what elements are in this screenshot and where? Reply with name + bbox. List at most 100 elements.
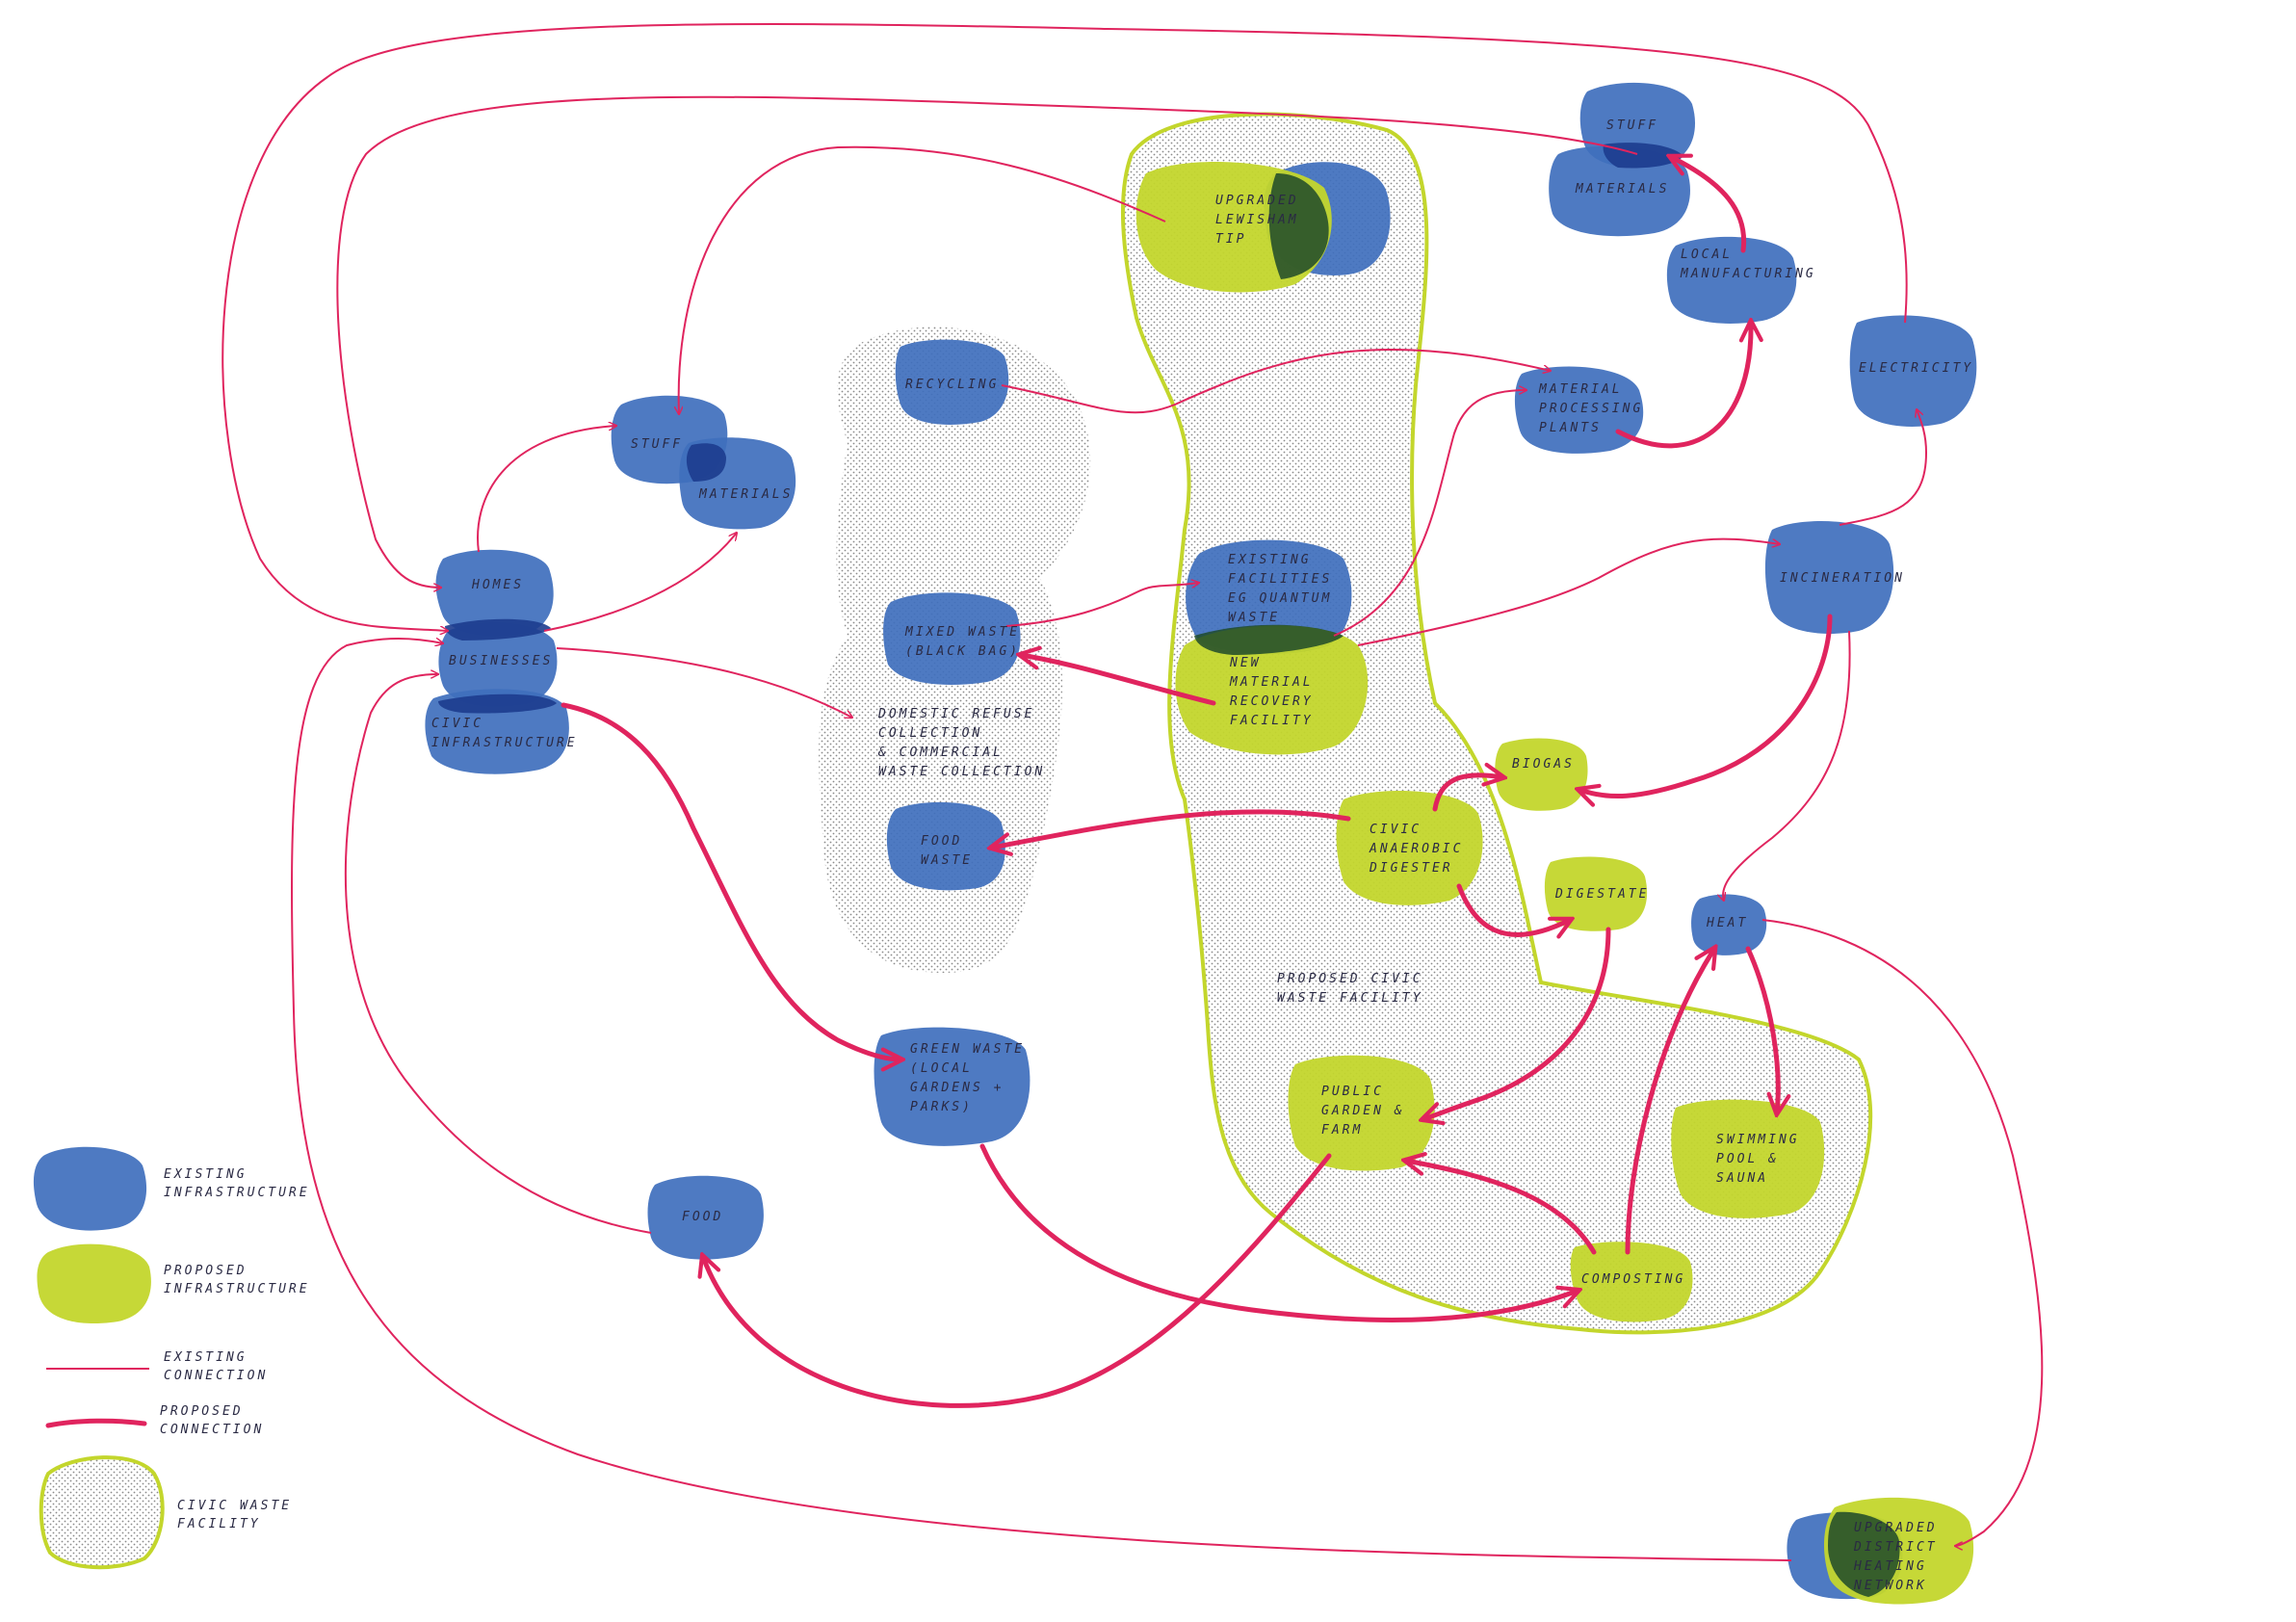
label-public-garden: PUBLIC GARDEN & FARM xyxy=(1321,1085,1415,1138)
node-local-manufacturing xyxy=(1666,236,1797,324)
node-district-heating-overlap xyxy=(1828,1511,1900,1597)
label-homes: HOMES xyxy=(471,578,524,592)
node-stuff-right-overlap xyxy=(1603,143,1683,169)
node-businesses xyxy=(438,622,558,707)
legend-existing-swatch xyxy=(33,1146,147,1231)
conn-mixed-waste-to-existing xyxy=(1005,583,1199,627)
label-mixed-waste: MIXED WASTE (BLACK BAG) xyxy=(904,625,1031,659)
legend-proposed-connection-label: PROPOSED CONNECTION xyxy=(160,1404,264,1437)
existing-connections xyxy=(222,23,2044,1561)
node-green-waste xyxy=(874,1027,1031,1146)
label-composting: COMPOSTING xyxy=(1581,1272,1685,1287)
label-anaerobic-digester: CIVIC ANAEROBIC DIGESTER xyxy=(1369,823,1474,876)
label-stuff-left: STUFF xyxy=(631,437,683,452)
label-businesses: BUSINESSES xyxy=(449,654,553,668)
pconn-digestate-to-garden xyxy=(1423,927,1611,1119)
node-materials-right xyxy=(1549,145,1690,237)
pconn-digester-to-digestate xyxy=(1456,883,1570,934)
node-new-mrf xyxy=(1175,625,1369,755)
zone-domestic-collection-label: DOMESTIC REFUSE COLLECTION & COMMERCIAL … xyxy=(877,707,1045,779)
conn-homes-to-materials xyxy=(543,533,737,632)
node-labels: STUFF MATERIALS HOMES BUSINESSES CIVIC I… xyxy=(431,118,1970,1593)
node-composting xyxy=(1570,1242,1693,1322)
label-material-processing: MATERIAL PROCESSING PLANTS xyxy=(1538,382,1654,435)
label-stuff-right: STUFF xyxy=(1606,118,1658,133)
conn-incineration-to-heat xyxy=(1723,630,1851,901)
legend-proposed-infrastructure-label: PROPOSED INFRASTRUCTURE xyxy=(164,1264,310,1296)
conn-homes-to-stuff xyxy=(477,426,616,553)
pconn-civic-to-green-waste xyxy=(561,702,900,1060)
node-anaerobic-digester xyxy=(1336,791,1483,905)
label-materials-left: MATERIALS xyxy=(698,487,793,502)
node-businesses-overlap xyxy=(438,693,557,714)
node-food xyxy=(647,1175,764,1260)
label-recycling: RECYCLING xyxy=(905,378,999,392)
label-civic-infrastructure: CIVIC INFRASTRUCTURE xyxy=(431,717,578,750)
label-swimming-pool: SWIMMING POOL & SAUNA xyxy=(1716,1133,1810,1186)
node-mixed-waste xyxy=(883,592,1021,685)
conn-stuff-right-loop-to-homes xyxy=(336,95,1638,588)
label-new-mrf: NEW MATERIAL RECOVERY FACILITY xyxy=(1229,656,1323,728)
node-electricity xyxy=(1849,315,1977,427)
node-material-processing xyxy=(1514,366,1644,454)
node-recycling xyxy=(895,339,1009,425)
pconn-digester-to-biogas xyxy=(1432,775,1502,812)
label-green-waste: GREEN WASTE (LOCAL GARDENS + PARKS) xyxy=(910,1042,1035,1114)
legend-proposed-swatch xyxy=(37,1243,151,1324)
label-incineration: INCINERATION xyxy=(1780,571,1905,586)
label-existing-facilities: EXISTING FACILITIES EG QUANTUM WASTE xyxy=(1228,553,1343,625)
pconn-composting-to-heat xyxy=(1625,949,1714,1255)
node-biogas xyxy=(1495,738,1588,811)
conn-food-to-civic xyxy=(344,674,652,1234)
label-lewisham-tip: UPGRADED LEWISHAM TIP xyxy=(1215,194,1309,247)
legend-facility-swatch xyxy=(39,1455,165,1570)
conn-recycling-to-processing xyxy=(1001,348,1551,414)
legend: EXISTING INFRASTRUCTURE PROPOSED INFRAST… xyxy=(33,1146,310,1570)
node-public-garden xyxy=(1288,1055,1435,1171)
legend-proposed-connection-line xyxy=(45,1418,147,1428)
label-biogas: BIOGAS xyxy=(1512,757,1575,772)
node-homes-overlap xyxy=(445,618,551,641)
conn-loop-top-to-businesses xyxy=(222,23,1908,631)
conn-district-to-businesses xyxy=(291,639,1792,1561)
conn-existing-to-processing xyxy=(1333,390,1526,637)
proposed-facility-zone xyxy=(1120,112,1873,1335)
pconn-composting-to-garden xyxy=(1406,1161,1597,1255)
node-mrf-overlap xyxy=(1194,624,1344,655)
node-incineration xyxy=(1764,521,1894,634)
pconn-manufacturing-to-materials xyxy=(1671,157,1747,253)
label-digestate: DIGESTATE xyxy=(1554,887,1649,902)
node-swimming-pool xyxy=(1671,1099,1825,1218)
node-food-waste xyxy=(886,801,1005,891)
label-food-waste: FOOD WASTE xyxy=(921,834,973,868)
nodes xyxy=(425,82,1977,1605)
label-district-heating: UPGRADED DISTRICT HEATING NETWORK xyxy=(1853,1521,1947,1593)
conn-mrf-to-incineration xyxy=(1357,537,1780,646)
node-existing-facilities xyxy=(1186,539,1352,655)
legend-existing-connection-label: EXISTING CONNECTION xyxy=(164,1350,268,1383)
label-heat: HEAT xyxy=(1706,916,1748,930)
label-materials-right: MATERIALS xyxy=(1575,182,1669,196)
legend-civic-waste-facility-label: CIVIC WASTE FACILITY xyxy=(177,1499,302,1531)
pconn-digester-to-food-waste xyxy=(992,809,1351,848)
conn-incineration-to-electricity xyxy=(1839,409,1928,526)
conn-businesses-to-collection xyxy=(556,647,852,718)
node-homes xyxy=(435,549,554,637)
node-stuff-left-overlap xyxy=(686,443,726,482)
node-lewisham-tip-overlap xyxy=(1268,173,1329,279)
pconn-processing-to-manufacturing xyxy=(1615,323,1751,449)
label-local-manufacturing: LOCAL MANUFACTURING xyxy=(1680,248,1816,281)
proposed-connections xyxy=(561,157,1833,1408)
zone-proposed-facility-label: PROPOSED CIVIC WASTE FACILITY xyxy=(1277,972,1433,1006)
label-food: FOOD xyxy=(682,1210,723,1224)
node-heat xyxy=(1691,894,1767,955)
node-digestate xyxy=(1544,856,1648,931)
conn-tip-to-stuff xyxy=(679,145,1166,414)
pconn-garden-to-food xyxy=(703,1153,1332,1408)
conn-heat-to-district xyxy=(1761,919,2044,1546)
pconn-green-waste-to-composting xyxy=(979,1143,1578,1322)
pconn-heat-to-pool xyxy=(1745,946,1778,1112)
pconn-incineration-to-biogas xyxy=(1579,614,1833,797)
